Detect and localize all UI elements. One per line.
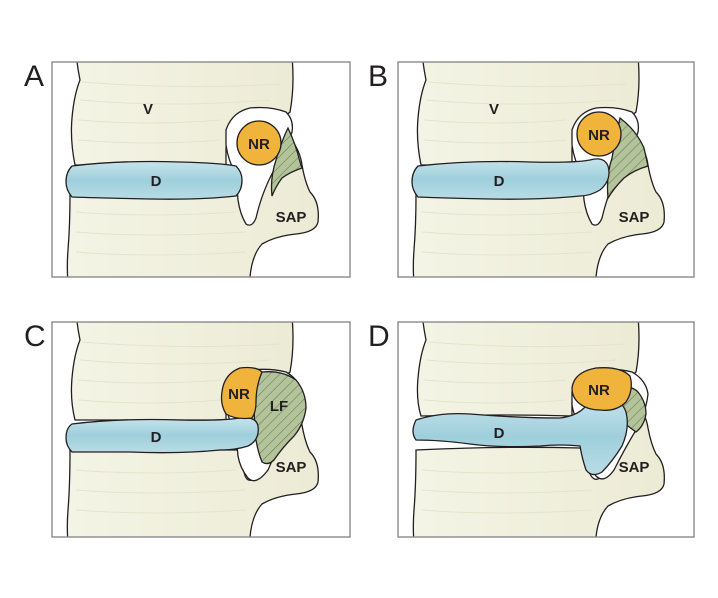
label-sap: SAP [276, 459, 307, 476]
label-nr: NR [248, 136, 270, 153]
panel-frame [51, 321, 351, 538]
panel-d: D D NR SAP [368, 320, 695, 538]
label-sap: SAP [619, 209, 650, 226]
panel-a: A V D NR SAP [24, 60, 351, 278]
disc [412, 397, 628, 476]
label-d: D [494, 173, 505, 190]
panel-letter: D [368, 320, 390, 353]
label-nr: NR [588, 127, 610, 144]
disc [411, 158, 610, 200]
nerve-root [576, 111, 622, 157]
nerve-root [571, 367, 632, 411]
panel-frame [51, 61, 351, 278]
label-d: D [151, 173, 162, 190]
label-nr: NR [228, 386, 250, 403]
panel-letter: B [368, 60, 388, 93]
label-d: D [151, 429, 162, 446]
nerve-root [236, 120, 282, 166]
disc [65, 160, 243, 200]
label-d: D [494, 425, 505, 442]
label-sap: SAP [276, 209, 307, 226]
label-lf: LF [270, 398, 288, 415]
label-v: V [489, 101, 499, 118]
label-sap: SAP [619, 459, 650, 476]
panel-b: B V D NR SAP [368, 60, 695, 278]
label-v: V [143, 101, 153, 118]
panel-letter: A [24, 60, 44, 93]
panel-c: C D NR LF SAP [24, 320, 351, 538]
panel-letter: C [24, 320, 46, 353]
panel-frame [397, 321, 695, 538]
panel-frame [397, 61, 695, 278]
ligamentum-flavum [270, 126, 303, 197]
disc [65, 417, 259, 454]
nerve-root [220, 366, 263, 420]
label-nr: NR [588, 382, 610, 399]
